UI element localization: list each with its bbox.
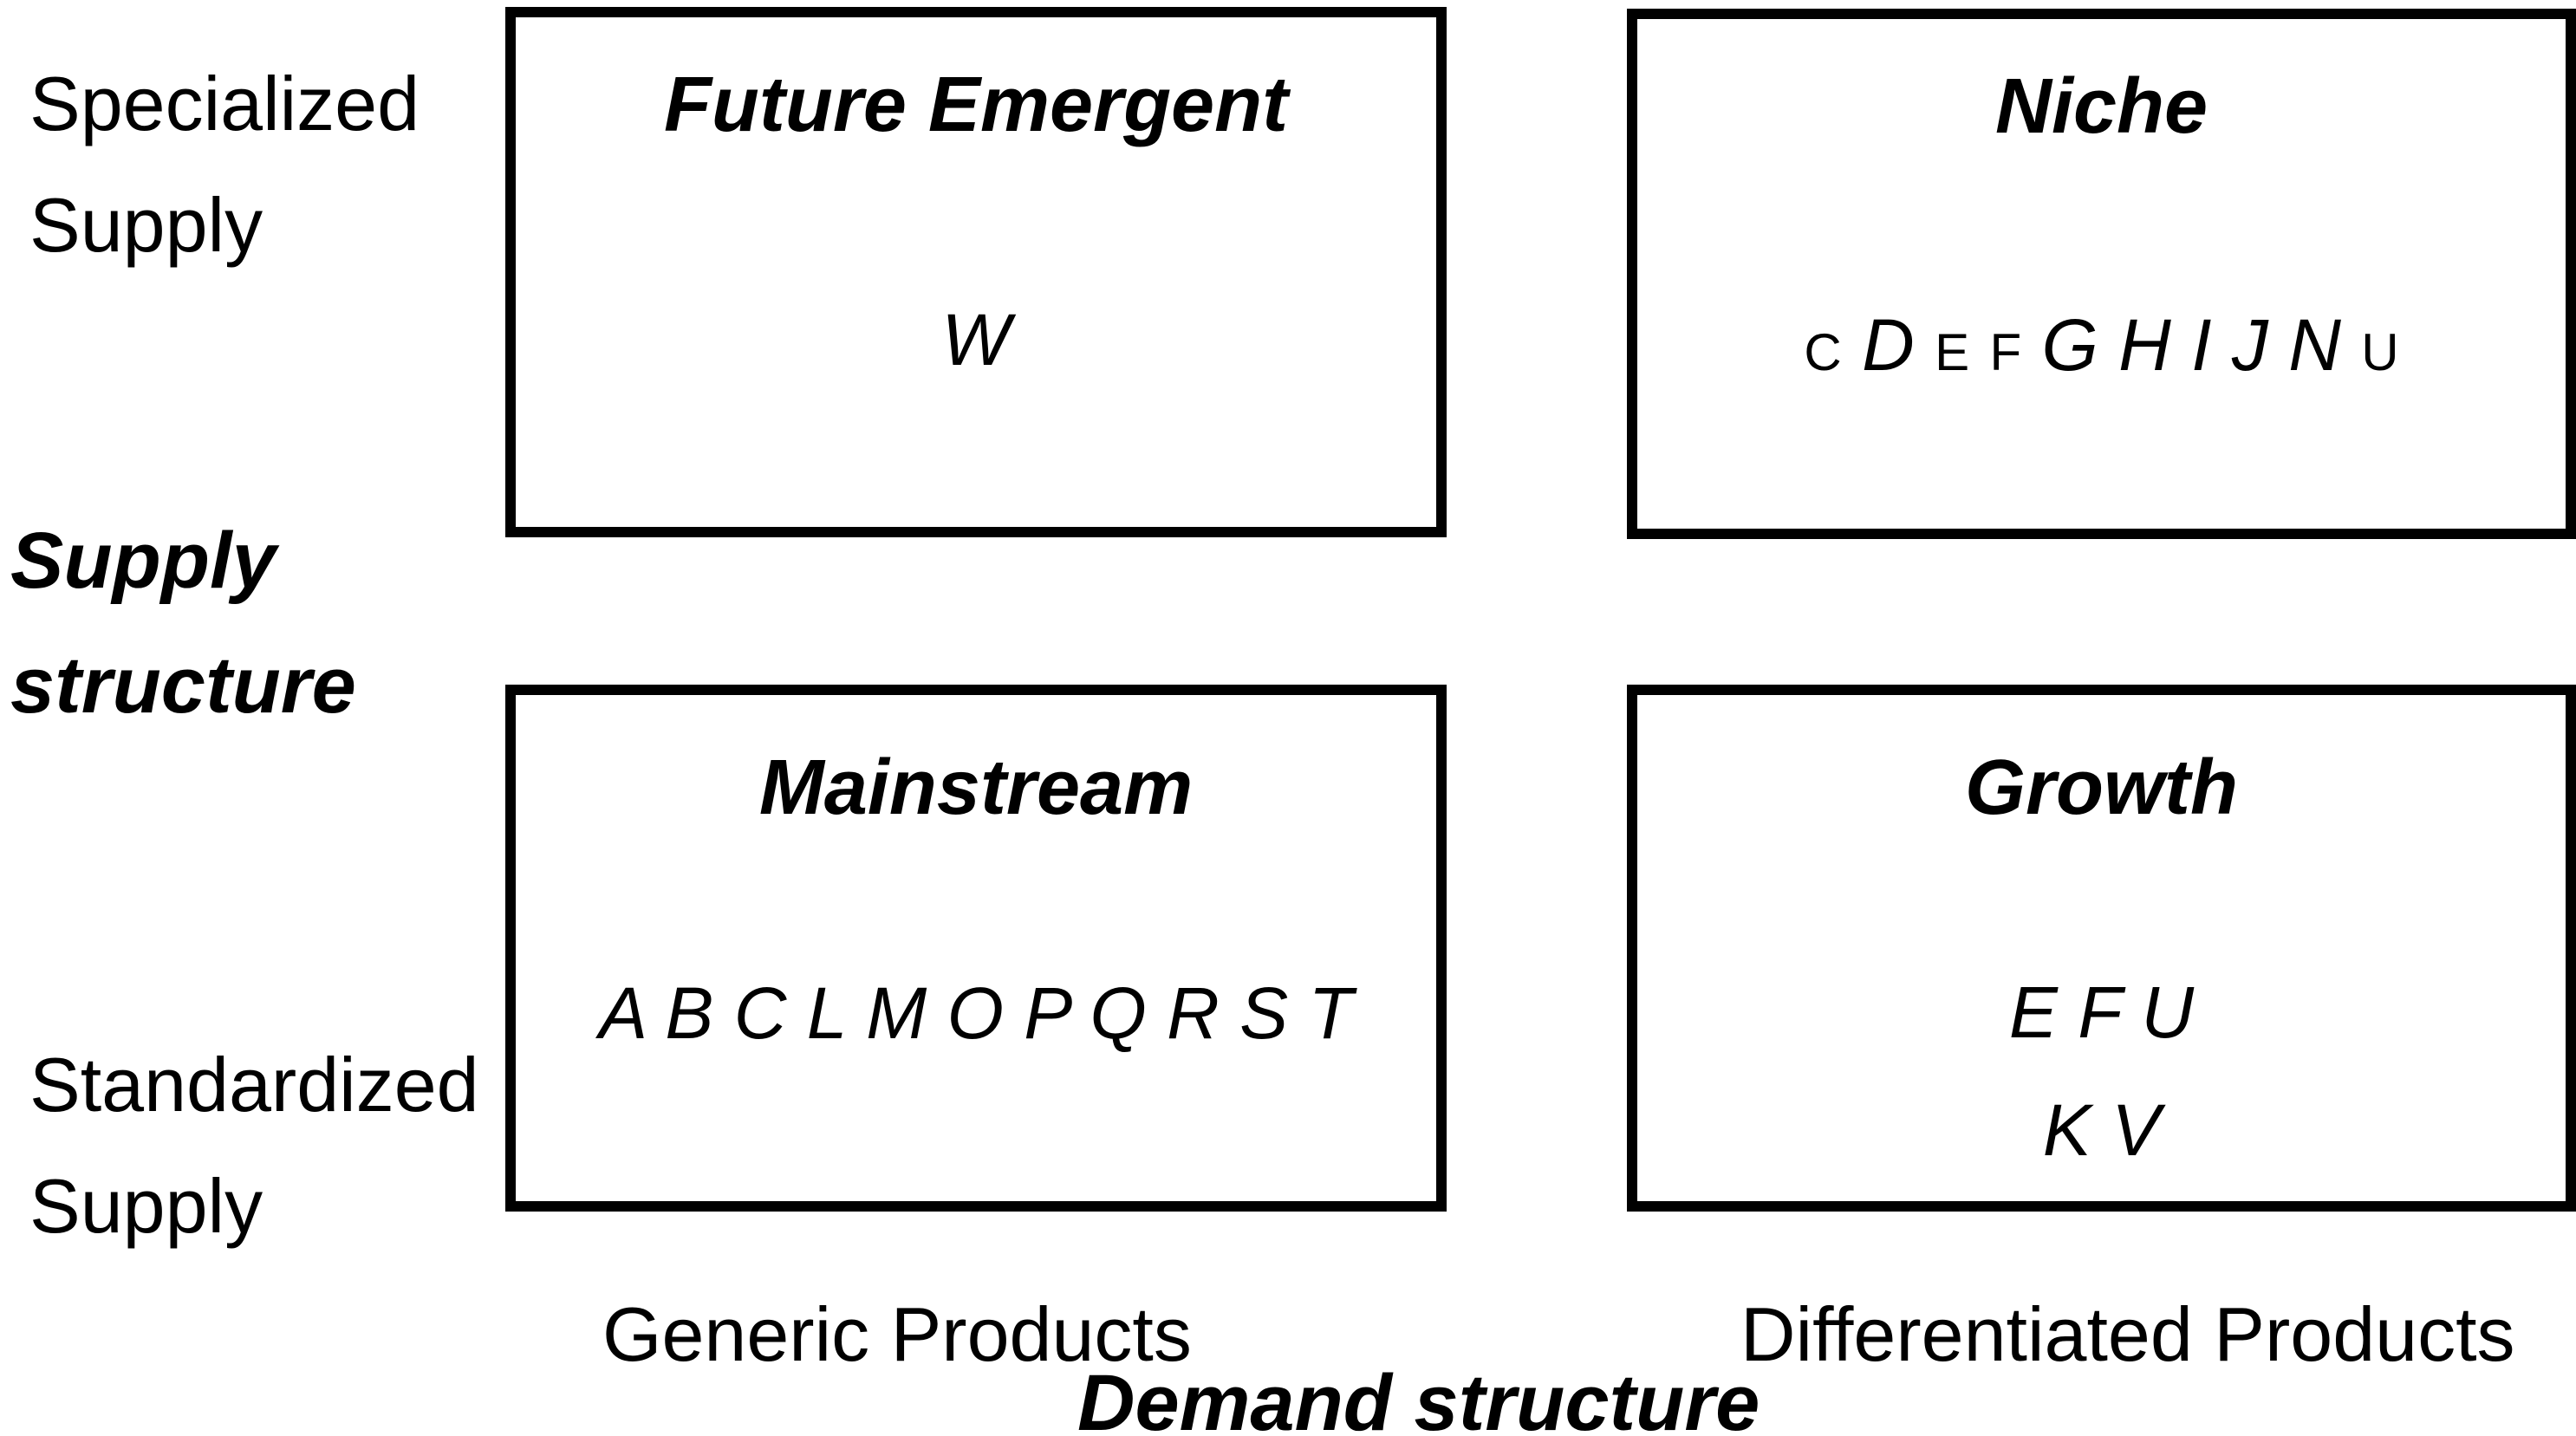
niche-letter-d: D [1862, 304, 1915, 386]
niche-letter-g: G [2041, 304, 2098, 386]
niche-letter-n: N [2288, 304, 2341, 386]
y-axis-bottom-label-line1: Standardized [29, 1042, 479, 1127]
quadrant-title-mainstream: Mainstream [758, 744, 1194, 831]
niche-letter-j: J [2231, 304, 2268, 386]
x-axis-left-label: Generic Products [602, 1291, 1192, 1377]
x-axis-title: Demand structure [1077, 1359, 1760, 1436]
y-axis-title-line2: structure [10, 641, 356, 730]
niche-letter-h: H [2118, 304, 2171, 386]
quadrant-niche: Niche C D E F G H I J N U [1627, 9, 2576, 539]
quadrant-title-niche: Niche [1994, 63, 2208, 150]
y-axis-bottom-label: Standardized Supply [29, 1024, 479, 1267]
quadrant-items-mainstream: A B C L M O P Q R S T [599, 972, 1353, 1054]
niche-letter-f: F [1989, 323, 2022, 381]
y-axis-top-label-line1: Specialized [29, 61, 420, 146]
quadrant-title-future-emergent: Future Emergent [663, 62, 1289, 148]
quadrant-future-emergent: Future Emergent W [505, 7, 1447, 537]
y-axis-top-label: Specialized Supply [29, 43, 420, 286]
quadrant-items-future-emergent: W [941, 299, 1011, 380]
quadrant-title-growth: Growth [1965, 744, 2238, 831]
y-axis-title-line1: Supply [10, 517, 276, 605]
niche-letter-c: C [1804, 323, 1842, 381]
y-axis-title: Supply structure [10, 498, 356, 748]
y-axis-bottom-label-line2: Supply [29, 1163, 263, 1249]
quadrant-items-growth-line2: K V [2042, 1089, 2161, 1171]
quadrant-growth: Growth E F U K V [1627, 685, 2576, 1212]
niche-letter-u: U [2361, 323, 2399, 381]
quadrant-mainstream: Mainstream A B C L M O P Q R S T [505, 685, 1447, 1212]
x-axis-right-label: Differentiated Products [1740, 1291, 2515, 1377]
y-axis-top-label-line2: Supply [29, 182, 263, 268]
niche-letter-e: E [1935, 323, 1970, 381]
niche-letter-i: I [2191, 304, 2212, 386]
quadrant-items-growth-line1: E F U [2008, 971, 2195, 1053]
quadrant-items-niche: C D E F G H I J N U [1637, 309, 2566, 381]
